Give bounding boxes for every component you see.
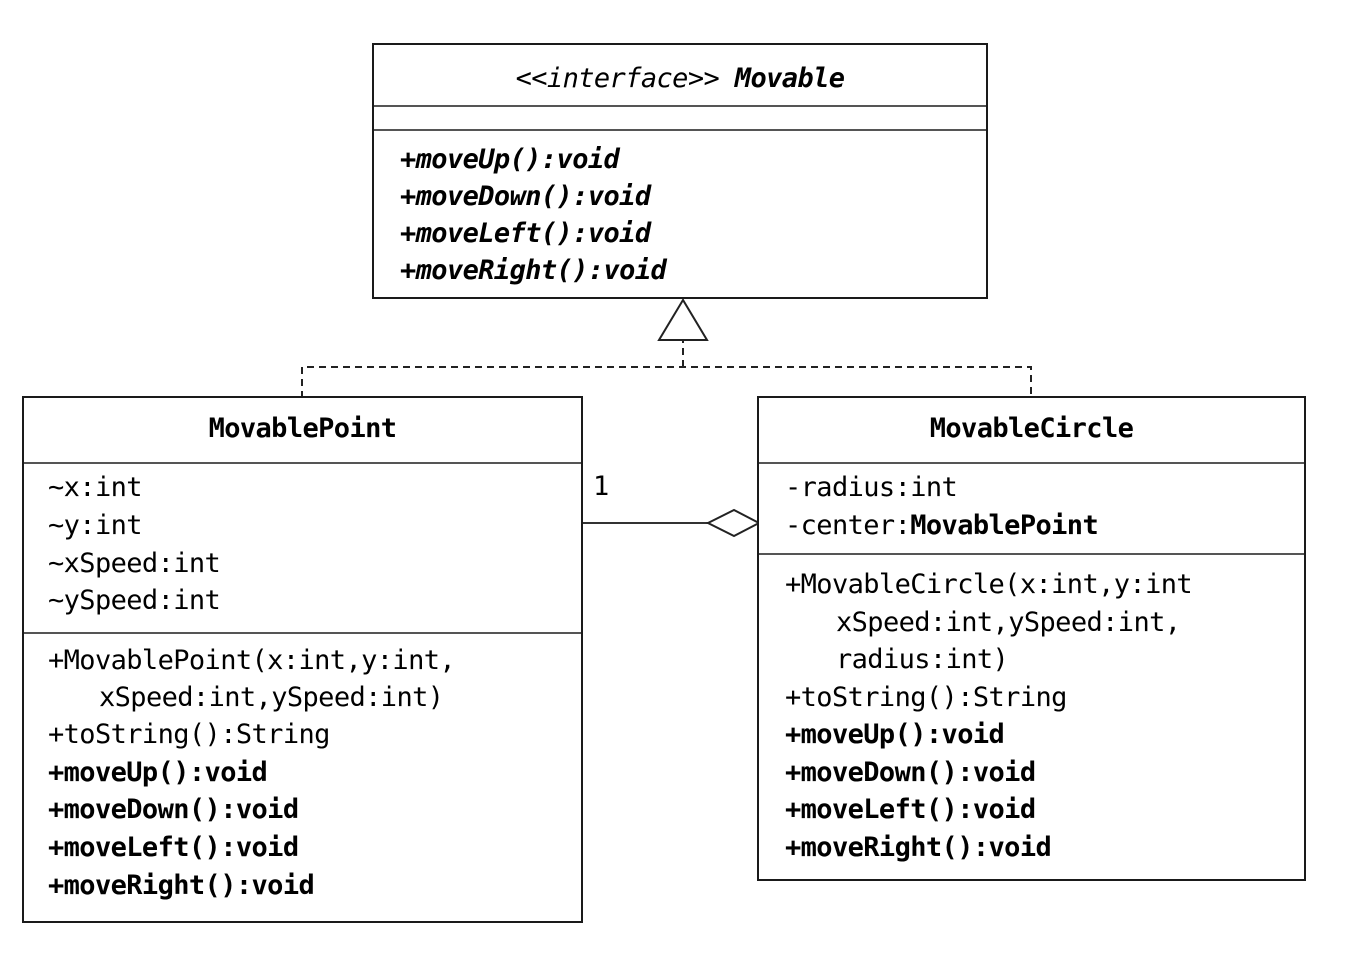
class-constructor: radius:int) <box>836 644 1009 675</box>
class-method: +moveDown():void <box>48 794 299 825</box>
class-attribute: ~y:int <box>48 510 143 541</box>
class-method: +moveLeft():void <box>48 832 299 863</box>
class-method: +moveDown():void <box>785 757 1036 788</box>
class-separator <box>759 553 1304 555</box>
interface-method: +moveDown():void <box>400 181 651 212</box>
class-movablepoint-box: MovablePoint ~x:int ~y:int ~xSpeed:int ~… <box>22 396 583 923</box>
class-method: +moveUp():void <box>785 719 1005 750</box>
class-constructor: xSpeed:int,ySpeed:int, <box>836 607 1181 638</box>
interface-name: Movable <box>734 63 845 94</box>
class-separator <box>24 632 581 634</box>
class-title: MovableCircle <box>929 413 1134 444</box>
class-method: +moveUp():void <box>48 757 268 788</box>
interface-method: +moveLeft():void <box>400 218 651 249</box>
association-multiplicity: 1 <box>593 471 609 502</box>
class-method: +moveRight():void <box>785 832 1052 863</box>
interface-stereotype: <<interface>> <box>515 63 720 94</box>
class-method: +moveRight():void <box>48 870 315 901</box>
interface-method: +moveUp():void <box>400 144 620 175</box>
realization-dashed-line <box>301 340 1032 398</box>
class-attribute: ~xSpeed:int <box>48 548 221 579</box>
class-constructor: +MovablePoint(x:int,y:int, <box>48 645 456 676</box>
class-attribute: -radius:int <box>785 472 958 503</box>
class-constructor: +MovableCircle(x:int,y:int <box>785 569 1193 600</box>
interface-title: <<interface>> Movable <box>374 60 986 97</box>
class-attribute: -center:MovablePoint <box>785 507 1099 544</box>
class-separator <box>24 462 581 464</box>
center-attribute-type: MovablePoint <box>910 510 1099 541</box>
interface-separator <box>374 105 986 107</box>
center-attribute-prefix: -center: <box>785 510 911 541</box>
realization-arrowhead-icon <box>657 298 709 341</box>
class-movablecircle-box: MovableCircle -radius:int -center:Movabl… <box>757 396 1306 881</box>
interface-movable-box: <<interface>> Movable +moveUp():void +mo… <box>372 43 988 299</box>
interface-separator <box>374 129 986 131</box>
class-method: +moveLeft():void <box>785 794 1036 825</box>
class-attribute: ~ySpeed:int <box>48 585 221 616</box>
class-constructor: xSpeed:int,ySpeed:int) <box>99 682 444 713</box>
class-title: MovablePoint <box>208 413 397 444</box>
interface-method: +moveRight():void <box>400 255 667 286</box>
aggregation-diamond-icon <box>705 508 762 538</box>
class-separator <box>759 462 1304 464</box>
class-method: +toString():String <box>785 682 1067 713</box>
class-method: +toString():String <box>48 719 330 750</box>
class-attribute: ~x:int <box>48 472 143 503</box>
